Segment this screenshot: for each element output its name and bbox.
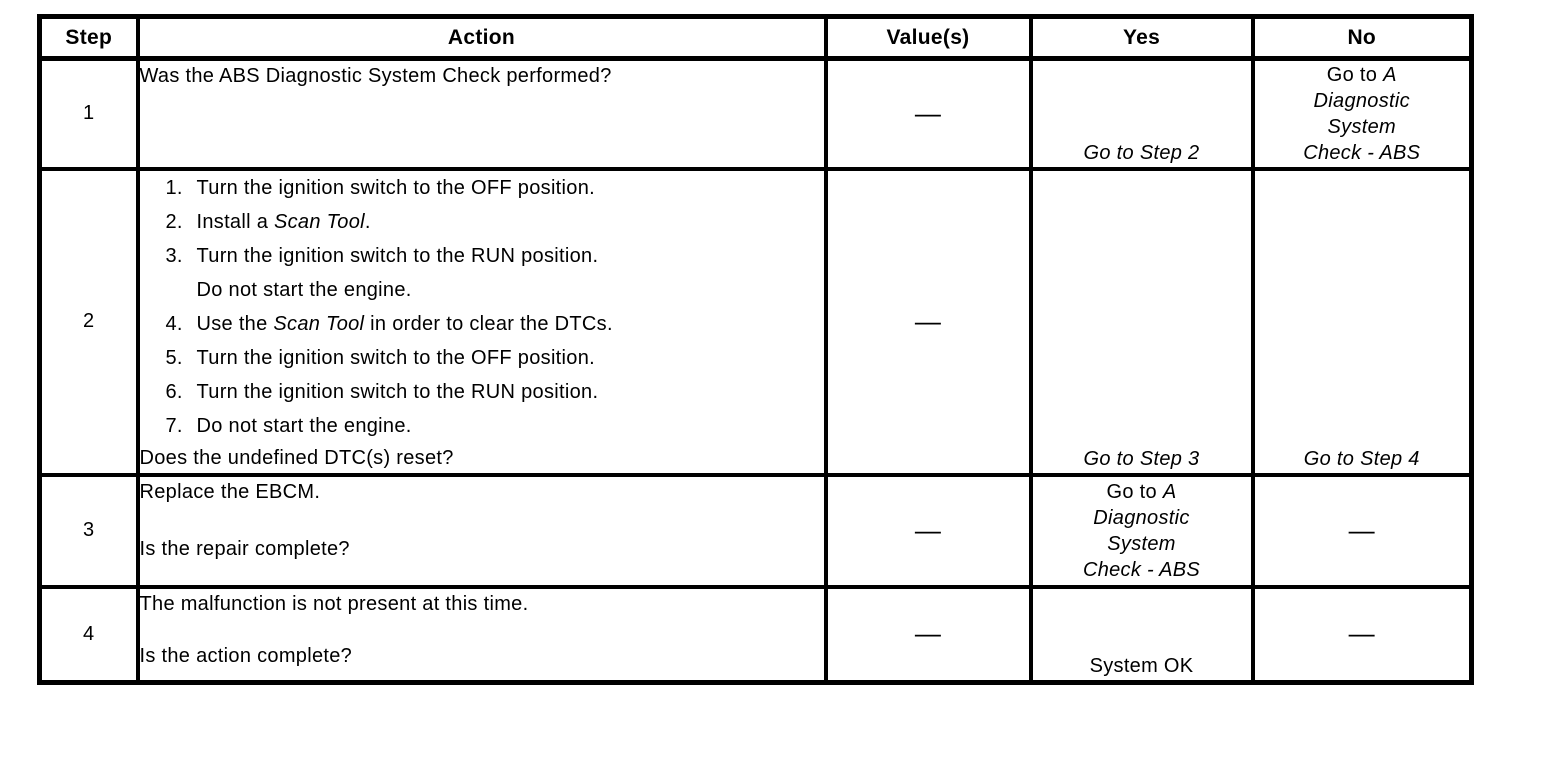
no-cell: Go to A Diagnostic System Check - ABS — [1250, 56, 1474, 171]
list-item: 5.Turn the ignition switch to the OFF po… — [165, 346, 595, 369]
step-number: 3 — [37, 472, 140, 589]
no-cell: — — [1250, 584, 1474, 685]
list-item: 2.Install a Scan Tool. — [165, 210, 371, 233]
action-question: Is the action complete? — [139, 644, 353, 667]
go-to-instruction: Go to Step 4 — [1303, 447, 1420, 470]
col-header-no: No — [1250, 14, 1474, 61]
no-dash: — — [1348, 514, 1375, 545]
action-question: Does the undefined DTC(s) reset? — [139, 446, 454, 469]
action-question: Is the repair complete? — [139, 537, 350, 560]
go-to-instruction: Go to A Diagnostic System Check - ABS — [1082, 480, 1201, 581]
no-cell: — — [1250, 472, 1474, 589]
value-cell: — — [823, 166, 1033, 477]
table-row-step-3: 3 Replace the EBCM. Is the repair comple… — [37, 472, 1474, 589]
system-ok-text: System OK — [1089, 655, 1194, 677]
go-to-instruction: Go to Step 3 — [1083, 447, 1200, 470]
action-cell: 1.Turn the ignition switch to the OFF po… — [135, 166, 828, 477]
no-dash: — — [1348, 618, 1375, 649]
header-row: Step Action Value(s) Yes No — [37, 14, 1474, 61]
no-cell: Go to Step 4 — [1250, 166, 1474, 477]
table-row-step-4: 4 The malfunction is not present at this… — [37, 584, 1474, 685]
table-row-step-2: 2 1.Turn the ignition switch to the OFF … — [37, 166, 1474, 477]
col-header-step: Step — [37, 14, 140, 61]
table-row-step-1: 1 Was the ABS Diagnostic System Check pe… — [37, 56, 1474, 171]
action-cell: Replace the EBCM. Is the repair complete… — [135, 472, 828, 589]
step-number: 4 — [37, 584, 140, 685]
value-cell: — — [823, 56, 1033, 171]
step-number: 1 — [37, 56, 140, 171]
value-dash: — — [914, 618, 942, 649]
col-header-yes: Yes — [1028, 14, 1255, 61]
value-dash: — — [914, 305, 942, 336]
list-item: 3.Turn the ignition switch to the RUN po… — [165, 244, 599, 267]
step-number: 2 — [37, 166, 140, 477]
col-header-values: Value(s) — [823, 14, 1033, 61]
list-item: 7.Do not start the engine. — [165, 414, 412, 437]
yes-cell: Go to Step 2 — [1028, 56, 1255, 171]
value-dash: — — [914, 514, 942, 545]
list-item: 4.Use the Scan Tool in order to clear th… — [165, 312, 613, 335]
yes-cell: Go to Step 3 — [1028, 166, 1255, 477]
action-text: The malfunction is not present at this t… — [139, 592, 529, 615]
action-text: Replace the EBCM. — [139, 480, 321, 503]
col-header-action: Action — [135, 14, 828, 61]
diagnostic-table: Step Action Value(s) Yes No 1 Was the AB… — [37, 14, 1474, 685]
list-item: 1.Turn the ignition switch to the OFF po… — [165, 176, 595, 199]
action-cell: The malfunction is not present at this t… — [135, 584, 828, 685]
list-item: 6.Turn the ignition switch to the RUN po… — [165, 380, 599, 403]
yes-cell: System OK — [1028, 584, 1255, 685]
value-dash: — — [914, 97, 942, 128]
list-item-continuation: Do not start the engine. — [196, 278, 412, 301]
value-cell: — — [823, 584, 1033, 685]
action-cell: Was the ABS Diagnostic System Check perf… — [135, 56, 828, 171]
action-question: Was the ABS Diagnostic System Check perf… — [139, 65, 612, 87]
value-cell: — — [823, 472, 1033, 589]
yes-cell: Go to A Diagnostic System Check - ABS — [1028, 472, 1255, 589]
go-to-instruction: Go to A Diagnostic System Check - ABS — [1303, 63, 1421, 164]
go-to-instruction: Go to Step 2 — [1083, 141, 1200, 164]
